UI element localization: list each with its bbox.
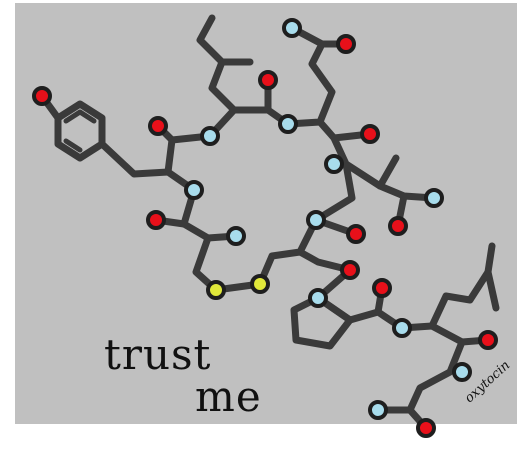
oxygen-atom: [32, 86, 52, 106]
nitrogen-atom: [200, 126, 220, 146]
methyl-branch: [376, 154, 400, 190]
caption-line-trust: trust: [104, 330, 212, 379]
nitrogen-atom: [452, 362, 472, 382]
molecule-atoms: [32, 18, 498, 438]
nitrogen-atom: [308, 288, 328, 308]
phenol-inner-bond: [63, 138, 83, 153]
sulfur-atom: [250, 274, 270, 294]
leucine-branch: [428, 242, 496, 330]
proline-ring: [290, 294, 354, 350]
nitrogen-atom: [282, 18, 302, 38]
oxygen-atom: [372, 278, 392, 298]
nitrogen-atom: [392, 318, 412, 338]
left-chain: [180, 186, 240, 242]
phenol-inner-bond: [63, 109, 97, 124]
oxygen-atom: [388, 216, 408, 236]
right-chain: [316, 118, 438, 202]
oxygen-atom: [360, 124, 380, 144]
nitrogen-atom: [306, 210, 326, 230]
leucine-branch: [484, 268, 500, 312]
oxygen-atom: [336, 34, 356, 54]
nitrogen-atom: [184, 180, 204, 200]
nitrogen-atom: [368, 400, 388, 420]
mid-chain: [312, 160, 360, 238]
oxygen-atom: [148, 116, 168, 136]
glutamine-chain: [284, 24, 336, 128]
nitrogen-atom: [278, 114, 298, 134]
gray-background: [15, 3, 517, 424]
nitrogen-atom: [226, 226, 246, 246]
oxygen-atom: [416, 418, 436, 438]
oxygen-atom: [478, 330, 498, 350]
oxygen-atom: [258, 70, 278, 90]
nitrogen-atom: [324, 154, 344, 174]
carbonyl-bond: [164, 136, 176, 176]
oxygen-atom: [146, 210, 166, 230]
sulfur-atom: [206, 280, 226, 300]
oxygen-atom: [340, 260, 360, 280]
glycinamide-chain: [406, 322, 466, 414]
oxygen-atom: [346, 224, 366, 244]
caption-line-me: me: [195, 372, 262, 421]
tyrosine-chain: [98, 140, 198, 194]
nitrogen-atom: [424, 188, 444, 208]
lower-chain: [346, 308, 436, 332]
